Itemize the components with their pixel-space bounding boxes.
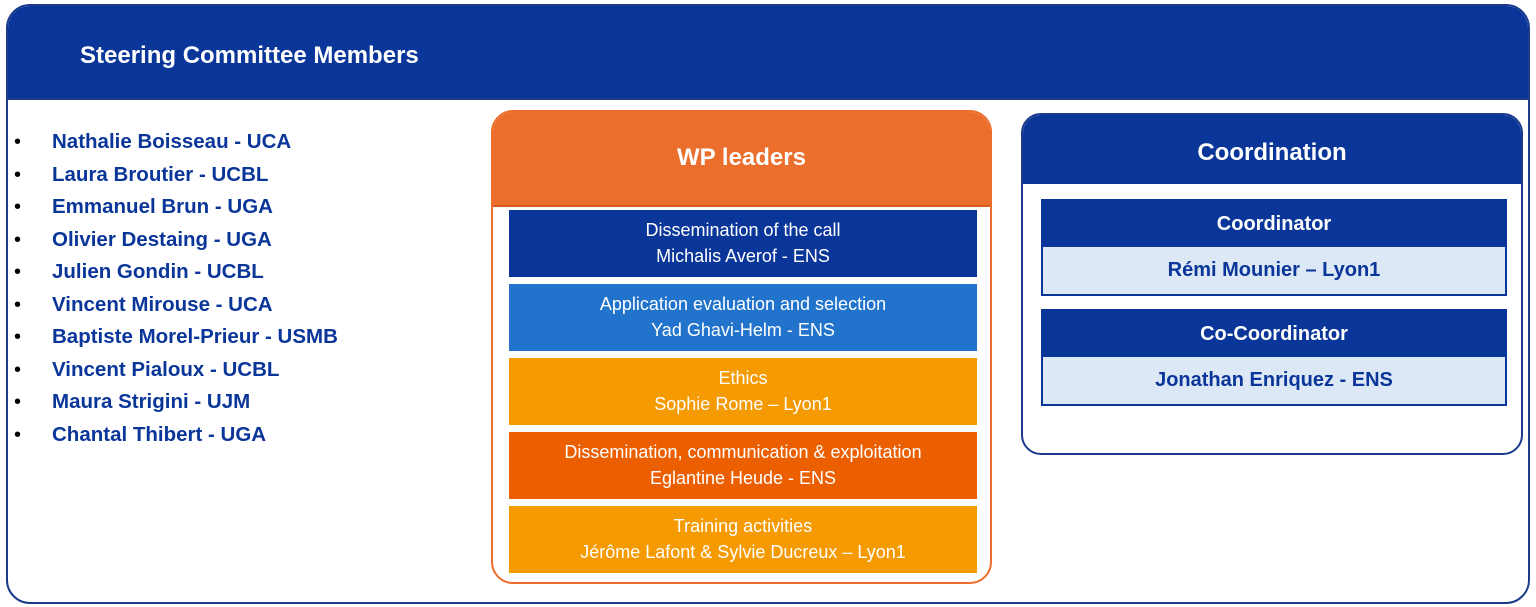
- wp-leader: Sophie Rome – Lyon1: [654, 394, 832, 414]
- wp-task: Dissemination, communication & exploitat…: [564, 442, 922, 462]
- bullet-icon: •: [14, 423, 22, 446]
- member-item: • Nathalie Boisseau - UCA: [8, 126, 338, 159]
- coordinator-box: Coordinator Rémi Mounier – Lyon1: [1041, 199, 1507, 296]
- member-item: • Emmanuel Brun - UGA: [8, 191, 338, 224]
- wp-leader: Eglantine Heude - ENS: [649, 468, 837, 488]
- bullet-icon: •: [14, 261, 22, 283]
- bullet-icon: •: [14, 131, 22, 153]
- wp-leader: Yad Ghavi-Helm - ENS: [651, 320, 835, 340]
- member-name: Nathalie Boisseau - UCA: [52, 130, 292, 153]
- member-name: Emmanuel Brun - UGA: [52, 195, 273, 218]
- member-item: • Olivier Destaing - UGA: [8, 224, 338, 257]
- co-coordinator-name: Jonathan Enriquez - ENS: [1155, 369, 1393, 391]
- member-item: • Baptiste Morel-Prieur - USMB: [8, 321, 338, 354]
- wp-item-dissemination-communication: Dissemination, communication & exploitat…: [509, 432, 977, 499]
- wp-leaders-title: WP leaders: [677, 144, 806, 171]
- bullet-icon: •: [14, 163, 22, 186]
- wp-task: Ethics: [718, 368, 768, 388]
- coordination-title: Coordination: [1197, 139, 1347, 166]
- wp-leader: Michalis Averof - ENS: [656, 246, 830, 266]
- member-item: • Chantal Thibert - UGA: [8, 419, 338, 452]
- member-name: Maura Strigini - UJM: [52, 390, 251, 413]
- member-item: • Laura Broutier - UCBL: [8, 159, 338, 192]
- member-name: Laura Broutier - UCBL: [52, 162, 269, 186]
- wp-leaders-header: WP leaders: [493, 112, 990, 207]
- wp-item-dissemination-call: Dissemination of the call Michalis Avero…: [509, 210, 977, 277]
- member-item: • Vincent Pialoux - UCBL: [8, 354, 338, 387]
- member-name: Vincent Pialoux - UCBL: [52, 357, 280, 381]
- member-name: Julien Gondin - UCBL: [52, 260, 264, 283]
- member-name: Baptiste Morel-Prieur - USMB: [52, 325, 338, 348]
- bullet-icon: •: [14, 196, 22, 218]
- wp-leader: Jérôme Lafont & Sylvie Ducreux – Lyon1: [580, 542, 906, 562]
- coordinator-name: Rémi Mounier – Lyon1: [1167, 259, 1381, 281]
- bullet-icon: •: [14, 293, 22, 316]
- wp-task: Dissemination of the call: [645, 220, 841, 240]
- member-name: Olivier Destaing - UGA: [52, 227, 272, 251]
- member-item: • Julien Gondin - UCBL: [8, 256, 338, 289]
- coordination-panel: Coordination Coordinator Rémi Mounier – …: [1021, 113, 1523, 455]
- bullet-icon: •: [14, 358, 22, 381]
- wp-item-training-activities: Training activities Jérôme Lafont & Sylv…: [509, 506, 977, 573]
- coordination-header: Coordination: [1023, 115, 1521, 184]
- member-item: • Maura Strigini - UJM: [8, 386, 338, 419]
- bullet-icon: •: [14, 326, 22, 348]
- bullet-icon: •: [14, 228, 22, 251]
- wp-task: Application evaluation and selection: [599, 294, 887, 314]
- member-item: • Vincent Mirouse - UCA: [8, 289, 338, 322]
- steering-committee-title: Steering Committee Members: [80, 42, 419, 69]
- steering-committee-header: Steering Committee Members: [8, 6, 1528, 100]
- wp-item-ethics: Ethics Sophie Rome – Lyon1: [509, 358, 977, 425]
- wp-item-application-evaluation: Application evaluation and selection Yad…: [509, 284, 977, 351]
- member-name: Chantal Thibert - UGA: [52, 422, 267, 446]
- co-coordinator-box: Co-Coordinator Jonathan Enriquez - ENS: [1041, 309, 1507, 406]
- coordinator-label: Coordinator: [1043, 201, 1505, 247]
- member-name: Vincent Mirouse - UCA: [52, 292, 273, 316]
- bullet-icon: •: [14, 391, 22, 413]
- wp-task: Training activities: [673, 516, 813, 536]
- member-list: • Nathalie Boisseau - UCA • Laura Broutier…: [8, 126, 338, 451]
- wp-leaders-panel: WP leaders Dissemination of the call Mic…: [491, 110, 992, 584]
- co-coordinator-label: Co-Coordinator: [1043, 311, 1505, 357]
